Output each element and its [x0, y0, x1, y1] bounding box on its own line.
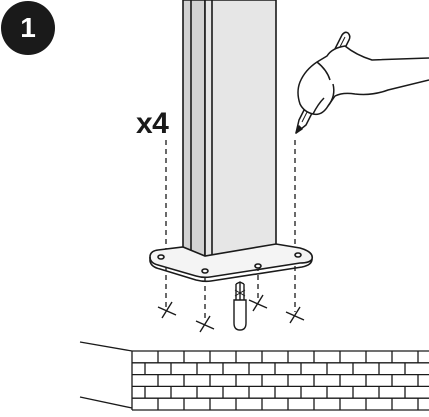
- post-left-face: [182, 0, 206, 264]
- base-plate-top: [149, 243, 314, 279]
- cross-mark-icon: [157, 301, 177, 319]
- hand-holding-pencil-icon: [295, 31, 429, 134]
- bolt-hole: [254, 263, 262, 269]
- drill-bit-icon: [233, 281, 247, 331]
- brick-rows: [132, 351, 429, 410]
- cross-mark-icon: [248, 294, 268, 312]
- brick-wall-icon: [79, 341, 429, 411]
- base-plate-edge: [149, 257, 313, 283]
- base-plate-icon: [149, 243, 314, 283]
- step-number: 1: [20, 12, 36, 43]
- post-icon: [182, 0, 277, 264]
- bolt-hole: [294, 252, 302, 258]
- bolt-hole: [201, 268, 209, 274]
- quantity-label: x4: [136, 107, 169, 140]
- wall-top: [79, 341, 429, 352]
- bolt-hole: [157, 254, 165, 260]
- step-number-badge: 1: [1, 1, 55, 55]
- cross-mark-icon: [195, 315, 215, 333]
- hole-marks: [157, 294, 305, 333]
- cross-mark-icon: [285, 306, 305, 324]
- hand: [297, 45, 429, 116]
- post-front-face: [204, 0, 277, 263]
- wall-bottom-left: [79, 396, 133, 409]
